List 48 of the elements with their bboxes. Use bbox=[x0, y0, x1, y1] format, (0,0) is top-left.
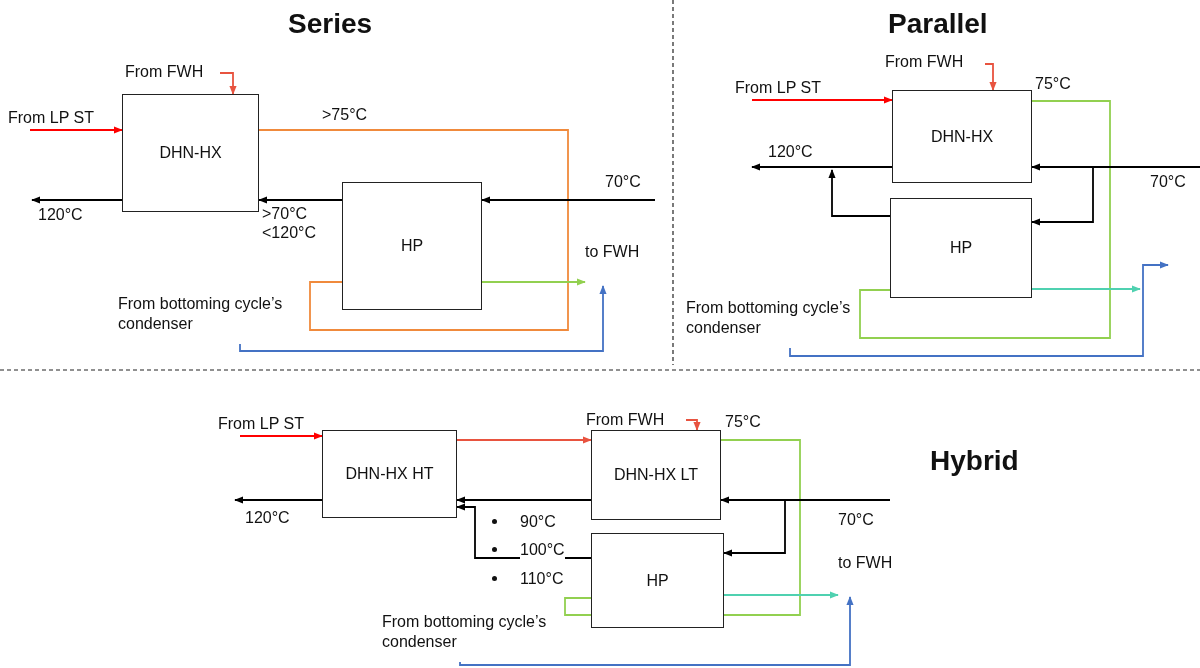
flow-arrow bbox=[31, 196, 123, 204]
flow-label: to FWH bbox=[838, 553, 900, 597]
pipe-line bbox=[859, 100, 1111, 339]
flow-arrow bbox=[685, 419, 701, 431]
process-box: HP bbox=[890, 198, 1032, 298]
flow-arrow bbox=[723, 499, 786, 557]
flow-label: From bottoming cycle’s condenser bbox=[118, 294, 298, 344]
flow-arrow bbox=[219, 72, 237, 95]
flow-label: From LP ST bbox=[8, 108, 120, 130]
flow-arrow bbox=[239, 432, 323, 440]
flow-arrow bbox=[751, 163, 893, 171]
flow-label: From LP ST bbox=[735, 78, 847, 100]
process-box: HP bbox=[591, 533, 724, 628]
flow-label: From FWH bbox=[885, 52, 985, 76]
process-box: DHN-HX bbox=[892, 90, 1032, 183]
flow-arrow bbox=[258, 196, 343, 204]
flow-arrow bbox=[239, 285, 607, 352]
flow-arrow bbox=[751, 96, 893, 104]
flow-label: to FWH bbox=[585, 242, 660, 286]
process-box: DHN-HX bbox=[122, 94, 259, 212]
flow-arrow bbox=[1031, 166, 1094, 226]
flow-label: From bottoming cycle’s condenser bbox=[686, 298, 858, 348]
flow-label: From bottoming cycle’s condenser bbox=[382, 612, 554, 662]
flow-arrow bbox=[481, 278, 586, 286]
panel-title: Hybrid bbox=[930, 445, 1019, 477]
flow-arrow bbox=[720, 496, 891, 504]
flow-label: From LP ST bbox=[218, 414, 322, 436]
panel-title: Series bbox=[288, 8, 373, 40]
flow-arrow bbox=[789, 261, 1169, 357]
flow-arrow bbox=[723, 591, 839, 599]
flow-label: From FWH bbox=[125, 62, 220, 84]
panel-title: Parallel bbox=[888, 8, 988, 40]
pipe-line bbox=[258, 129, 569, 331]
flow-arrow bbox=[984, 63, 997, 91]
flow-arrow bbox=[828, 169, 891, 217]
flow-arrow bbox=[1031, 285, 1141, 293]
process-box: HP bbox=[342, 182, 482, 310]
flow-arrow bbox=[1031, 163, 1200, 171]
flow-arrow bbox=[481, 196, 656, 204]
process-box: DHN-HX LT bbox=[591, 430, 721, 520]
flow-label: From FWH bbox=[586, 410, 686, 430]
flow-arrow bbox=[459, 596, 854, 666]
flow-arrow bbox=[456, 496, 592, 504]
flow-arrow bbox=[456, 436, 592, 444]
temperature-label: 100°C bbox=[520, 540, 565, 559]
process-box: DHN-HX HT bbox=[322, 430, 457, 518]
flow-arrow bbox=[29, 126, 123, 134]
flow-arrow bbox=[234, 496, 323, 504]
